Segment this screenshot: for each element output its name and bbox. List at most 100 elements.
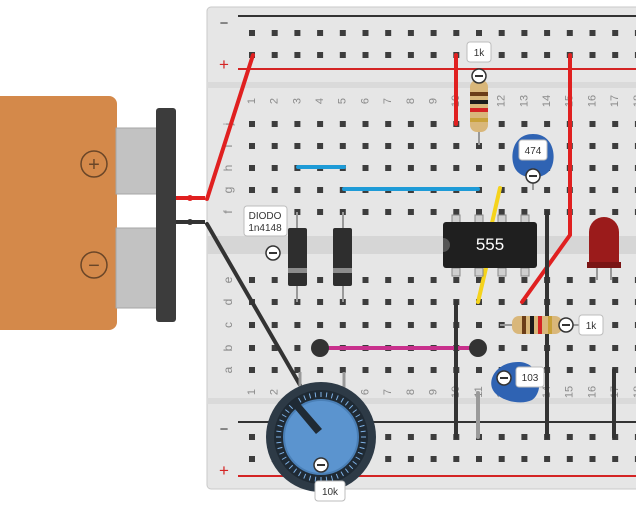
breadboard-hole[interactable] <box>590 434 596 440</box>
breadboard-hole[interactable] <box>590 52 596 58</box>
breadboard-hole[interactable] <box>272 121 278 127</box>
breadboard-hole[interactable] <box>431 299 437 305</box>
breadboard-hole[interactable] <box>272 187 278 193</box>
breadboard-hole[interactable] <box>317 187 323 193</box>
breadboard-hole[interactable] <box>521 456 527 462</box>
breadboard-hole[interactable] <box>499 165 505 171</box>
breadboard-hole[interactable] <box>249 277 255 283</box>
breadboard-hole[interactable] <box>385 322 391 328</box>
breadboard-hole[interactable] <box>408 277 414 283</box>
breadboard-hole[interactable] <box>567 345 573 351</box>
breadboard-hole[interactable] <box>408 322 414 328</box>
breadboard-hole[interactable] <box>567 30 573 36</box>
breadboard-hole[interactable] <box>499 345 505 351</box>
breadboard-hole[interactable] <box>612 165 618 171</box>
breadboard-hole[interactable] <box>249 322 255 328</box>
breadboard-hole[interactable] <box>363 367 369 373</box>
breadboard-hole[interactable] <box>363 165 369 171</box>
breadboard-hole[interactable] <box>340 52 346 58</box>
breadboard-hole[interactable] <box>453 277 459 283</box>
breadboard-hole[interactable] <box>340 143 346 149</box>
breadboard-hole[interactable] <box>521 277 527 283</box>
diode-2[interactable] <box>333 228 352 286</box>
breadboard-hole[interactable] <box>476 30 482 36</box>
breadboard-hole[interactable] <box>294 143 300 149</box>
breadboard-hole[interactable] <box>521 52 527 58</box>
breadboard-hole[interactable] <box>590 121 596 127</box>
breadboard-hole[interactable] <box>431 367 437 373</box>
breadboard-hole[interactable] <box>272 322 278 328</box>
breadboard-hole[interactable] <box>476 322 482 328</box>
breadboard-hole[interactable] <box>385 165 391 171</box>
breadboard-hole[interactable] <box>476 367 482 373</box>
breadboard-hole[interactable] <box>521 187 527 193</box>
breadboard-hole[interactable] <box>590 367 596 373</box>
breadboard-hole[interactable] <box>340 30 346 36</box>
breadboard-hole[interactable] <box>431 322 437 328</box>
breadboard-hole[interactable] <box>385 30 391 36</box>
breadboard-hole[interactable] <box>408 52 414 58</box>
breadboard-hole[interactable] <box>408 165 414 171</box>
breadboard-hole[interactable] <box>521 434 527 440</box>
breadboard-hole[interactable] <box>544 52 550 58</box>
breadboard-hole[interactable] <box>590 209 596 215</box>
breadboard-hole[interactable] <box>521 30 527 36</box>
breadboard-hole[interactable] <box>385 277 391 283</box>
led[interactable] <box>589 217 619 264</box>
breadboard-hole[interactable] <box>590 299 596 305</box>
breadboard-hole[interactable] <box>408 367 414 373</box>
breadboard-hole[interactable] <box>431 209 437 215</box>
breadboard-hole[interactable] <box>249 367 255 373</box>
breadboard-hole[interactable] <box>294 322 300 328</box>
breadboard-hole[interactable] <box>567 299 573 305</box>
breadboard-hole[interactable] <box>612 121 618 127</box>
breadboard-hole[interactable] <box>499 277 505 283</box>
breadboard-hole[interactable] <box>317 30 323 36</box>
breadboard-hole[interactable] <box>363 322 369 328</box>
breadboard-hole[interactable] <box>408 456 414 462</box>
breadboard-hole[interactable] <box>453 456 459 462</box>
breadboard-hole[interactable] <box>317 277 323 283</box>
breadboard-hole[interactable] <box>272 277 278 283</box>
breadboard-hole[interactable] <box>453 30 459 36</box>
breadboard-hole[interactable] <box>612 277 618 283</box>
breadboard-hole[interactable] <box>612 52 618 58</box>
breadboard-hole[interactable] <box>544 187 550 193</box>
breadboard-hole[interactable] <box>590 345 596 351</box>
breadboard-hole[interactable] <box>567 367 573 373</box>
breadboard-hole[interactable] <box>363 277 369 283</box>
breadboard-hole[interactable] <box>385 209 391 215</box>
breadboard-hole[interactable] <box>590 277 596 283</box>
breadboard-hole[interactable] <box>431 52 437 58</box>
breadboard-hole[interactable] <box>544 456 550 462</box>
breadboard-hole[interactable] <box>363 121 369 127</box>
breadboard-hole[interactable] <box>567 277 573 283</box>
breadboard-hole[interactable] <box>272 30 278 36</box>
breadboard-hole[interactable] <box>590 165 596 171</box>
breadboard-hole[interactable] <box>431 143 437 149</box>
breadboard-hole[interactable] <box>363 30 369 36</box>
breadboard-hole[interactable] <box>499 456 505 462</box>
breadboard-hole[interactable] <box>612 345 618 351</box>
breadboard-hole[interactable] <box>385 143 391 149</box>
breadboard-hole[interactable] <box>249 143 255 149</box>
breadboard-hole[interactable] <box>272 165 278 171</box>
breadboard-hole[interactable] <box>385 367 391 373</box>
breadboard-hole[interactable] <box>499 121 505 127</box>
breadboard-hole[interactable] <box>294 187 300 193</box>
breadboard-hole[interactable] <box>499 143 505 149</box>
breadboard-hole[interactable] <box>317 209 323 215</box>
breadboard-hole[interactable] <box>385 434 391 440</box>
breadboard-hole[interactable] <box>431 456 437 462</box>
breadboard-hole[interactable] <box>431 121 437 127</box>
breadboard-hole[interactable] <box>453 209 459 215</box>
breadboard-hole[interactable] <box>567 456 573 462</box>
breadboard-hole[interactable] <box>521 345 527 351</box>
breadboard-hole[interactable] <box>431 277 437 283</box>
breadboard-hole[interactable] <box>612 299 618 305</box>
breadboard-hole[interactable] <box>272 143 278 149</box>
breadboard-hole[interactable] <box>612 187 618 193</box>
breadboard-hole[interactable] <box>521 121 527 127</box>
breadboard-hole[interactable] <box>499 209 505 215</box>
breadboard-hole[interactable] <box>612 456 618 462</box>
